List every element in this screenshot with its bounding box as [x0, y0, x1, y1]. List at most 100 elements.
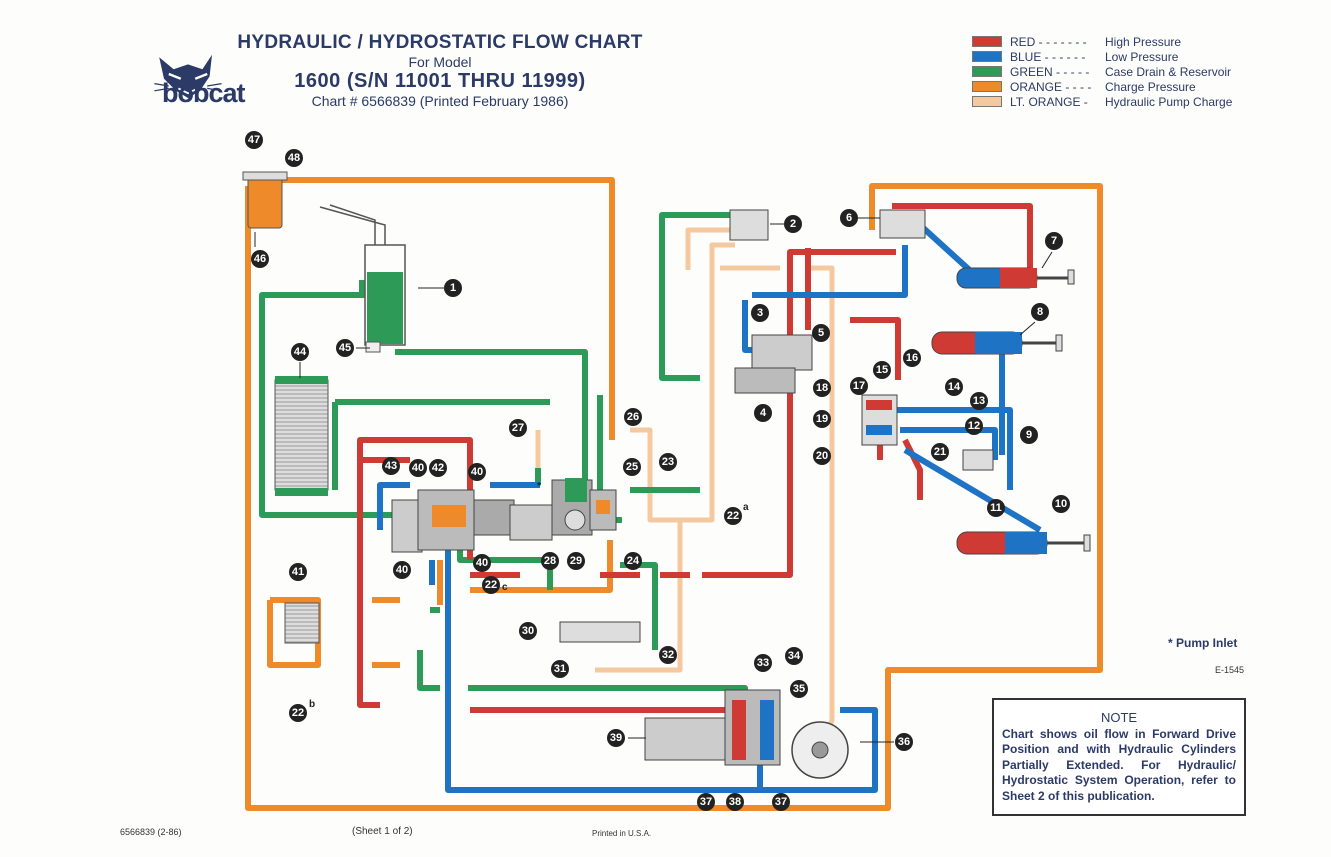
callout-40c: 40 — [393, 561, 411, 579]
legend-meaning: Low Pressure — [1105, 49, 1179, 64]
callout-27: 27 — [509, 419, 527, 437]
svg-text:27: 27 — [512, 422, 524, 434]
callout-9: 9 — [1020, 426, 1038, 444]
callout-6: 6 — [840, 209, 858, 227]
callout-26: 26 — [624, 408, 642, 426]
svg-text:22: 22 — [485, 579, 497, 591]
svg-text:36: 36 — [898, 736, 910, 748]
legend-swatch — [972, 51, 1002, 62]
svg-text:33: 33 — [757, 657, 769, 669]
legend-swatch — [972, 36, 1002, 47]
filter — [242, 171, 288, 229]
note-box: NOTE Chart shows oil flow in Forward Dri… — [992, 698, 1246, 816]
legend-swatch — [972, 66, 1002, 77]
svg-text:1: 1 — [450, 282, 456, 294]
svg-text:5: 5 — [818, 327, 824, 339]
svg-text:45: 45 — [339, 342, 351, 354]
bobcat-head-icon — [154, 54, 222, 98]
callout-1: 1 — [444, 279, 462, 297]
callout-48: 48 — [285, 149, 303, 167]
superscript-a: a — [743, 502, 749, 513]
svg-text:21: 21 — [934, 446, 946, 458]
callout-5: 5 — [812, 324, 830, 342]
superscript-c: c — [502, 582, 508, 593]
callout-11: 11 — [987, 499, 1005, 517]
charge-lines — [245, 177, 1103, 811]
svg-text:39: 39 — [610, 732, 622, 744]
legend-name: RED - - - - - - - — [1010, 34, 1087, 49]
svg-text:6: 6 — [846, 212, 852, 224]
svg-text:47: 47 — [248, 134, 260, 146]
svg-text:43: 43 — [385, 460, 397, 472]
callout-15: 15 — [873, 361, 891, 379]
callout-38: 38 — [726, 793, 744, 811]
svg-text:9: 9 — [1026, 429, 1032, 441]
callout-37a: 37 — [697, 793, 715, 811]
callout-7: 7 — [1045, 232, 1063, 250]
footer-sheet: (Sheet 1 of 2) — [352, 826, 413, 837]
legend-item-blue: BLUE - - - - - - Low Pressure — [972, 49, 1178, 64]
callout-19: 19 — [813, 410, 831, 428]
footer-printed: Printed in U.S.A. — [592, 829, 652, 838]
callout-22c: 22 — [482, 576, 500, 594]
callout-46: 46 — [251, 250, 269, 268]
callout-47: 47 — [245, 131, 263, 149]
callout-16: 16 — [903, 349, 921, 367]
callout-33: 33 — [754, 654, 772, 672]
svg-text:25: 25 — [626, 461, 638, 473]
for-model-label: For Model — [408, 54, 472, 70]
note-heading: NOTE — [1100, 710, 1138, 725]
callout-18: 18 — [813, 379, 831, 397]
callout-28: 28 — [541, 552, 559, 570]
callout-17: 17 — [850, 377, 868, 395]
svg-text:10: 10 — [1055, 498, 1067, 510]
svg-text:37: 37 — [700, 796, 712, 808]
svg-text:13: 13 — [973, 395, 985, 407]
legend-swatch — [972, 96, 1002, 107]
callout-22b: 22 — [289, 704, 307, 722]
callout-23: 23 — [659, 453, 677, 471]
chart-title-block: HYDRAULIC / HYDROSTATIC FLOW CHART For M… — [190, 32, 690, 109]
page-title: HYDRAULIC / HYDROSTATIC FLOW CHART — [237, 32, 643, 53]
svg-text:16: 16 — [906, 352, 918, 364]
svg-text:11: 11 — [990, 502, 1002, 514]
svg-text:40: 40 — [412, 462, 424, 474]
small-filter — [284, 602, 320, 644]
svg-text:22: 22 — [727, 510, 739, 522]
footer-code: 6566839 (2-86) — [120, 827, 182, 837]
legend-meaning: Charge Pressure — [1105, 79, 1196, 94]
pump-inlet-note: * Pump Inlet — [1168, 636, 1238, 650]
svg-text:40: 40 — [476, 557, 488, 569]
svg-text:22: 22 — [292, 707, 304, 719]
legend-name: BLUE - - - - - - — [1010, 49, 1086, 64]
svg-text:48: 48 — [288, 152, 300, 164]
callout-30: 30 — [519, 622, 537, 640]
svg-text:26: 26 — [627, 411, 639, 423]
svg-text:35: 35 — [793, 683, 805, 695]
svg-text:2: 2 — [790, 218, 796, 230]
svg-text:4: 4 — [760, 407, 767, 419]
callout-44: 44 — [291, 343, 309, 361]
svg-text:18: 18 — [816, 382, 828, 394]
control-handle — [559, 621, 641, 643]
svg-text:14: 14 — [948, 381, 961, 393]
legend-item-green: GREEN - - - - - Case Drain & Reservoir — [972, 64, 1231, 79]
svg-text:38: 38 — [729, 796, 741, 808]
callout-10: 10 — [1052, 495, 1070, 513]
hydrostatic-pump — [391, 478, 617, 553]
callout-8: 8 — [1031, 303, 1049, 321]
drive-motor — [644, 689, 849, 779]
callout-24: 24 — [624, 552, 642, 570]
legend-item-red: RED - - - - - - - High Pressure — [972, 34, 1181, 49]
svg-text:40: 40 — [471, 466, 483, 478]
callout-37b: 37 — [772, 793, 790, 811]
callout-20: 20 — [813, 447, 831, 465]
svg-text:42: 42 — [432, 462, 444, 474]
legend-name: GREEN - - - - - — [1010, 64, 1090, 79]
callout-32: 32 — [659, 646, 677, 664]
svg-text:12: 12 — [968, 420, 980, 432]
legend-meaning: Case Drain & Reservoir — [1105, 64, 1232, 79]
callout-41: 41 — [289, 563, 307, 581]
legend-name: ORANGE - - - - — [1010, 79, 1092, 94]
